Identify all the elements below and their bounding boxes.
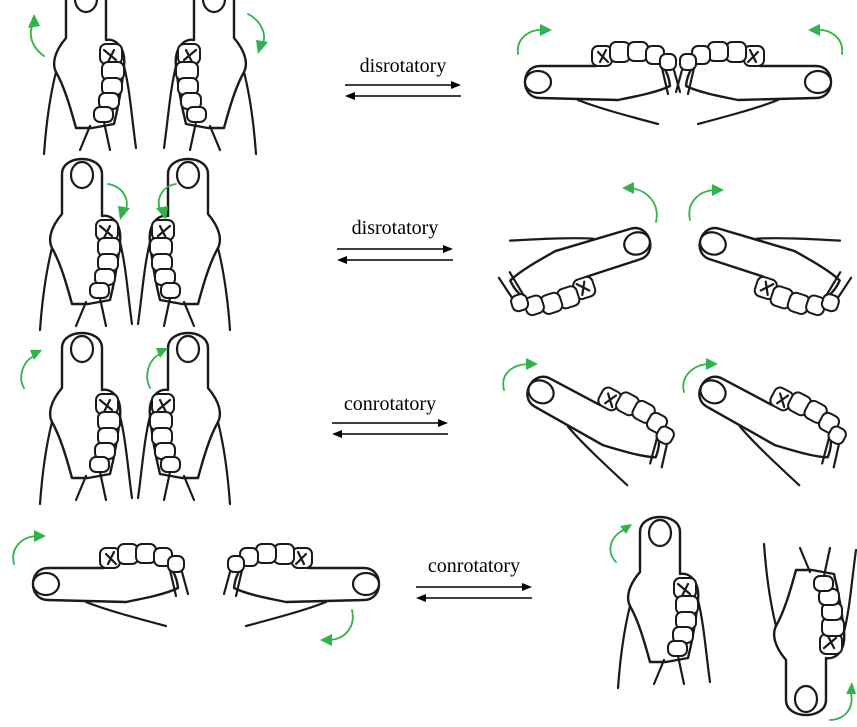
left-hand-horizontal bbox=[489, 199, 662, 325]
right-hand-thumb-up bbox=[164, 0, 256, 154]
rotation-arrow-icon bbox=[147, 348, 168, 388]
rotation-arrow-icon bbox=[320, 610, 353, 646]
right-hand-horizontal bbox=[688, 199, 857, 325]
hand-thumb-up bbox=[618, 517, 710, 688]
right-hand-thumb-up bbox=[138, 159, 230, 330]
rotation-arrow-icon bbox=[689, 184, 724, 220]
right-hand-thumb-up bbox=[138, 333, 230, 504]
left-hand-thumb-up bbox=[44, 0, 136, 154]
left-hand-thumb-up bbox=[40, 159, 132, 330]
rotation-arrow-icon bbox=[108, 184, 130, 220]
reaction-label: conrotatory bbox=[344, 393, 436, 415]
rotation-arrow-icon bbox=[830, 682, 856, 720]
row-4: conrotatory bbox=[13, 517, 856, 720]
rotation-arrow-icon bbox=[622, 182, 657, 222]
right-hand-tilted bbox=[682, 350, 857, 495]
rotation-arrow-icon bbox=[248, 14, 268, 54]
reaction-label: disrotatory bbox=[360, 55, 447, 77]
left-hand-horizontal bbox=[525, 42, 680, 124]
row-3: conrotatory bbox=[21, 333, 857, 504]
equilibrium-arrows-icon bbox=[337, 245, 453, 264]
equilibrium-arrows-icon bbox=[332, 419, 448, 438]
left-hand-horizontal bbox=[33, 544, 188, 626]
right-hand-horizontal bbox=[676, 42, 831, 124]
rotation-arrow-icon bbox=[28, 14, 44, 56]
rotation-arrow-icon bbox=[610, 524, 632, 562]
equilibrium-arrows-icon bbox=[416, 583, 532, 602]
rotation-arrow-icon bbox=[21, 350, 42, 388]
rotation-arrow-icon bbox=[13, 530, 46, 564]
row-1: disrotatory bbox=[28, 0, 842, 154]
left-hand-tilted bbox=[510, 350, 685, 495]
rotation-arrow-icon bbox=[808, 24, 842, 54]
rotation-arrow-icon bbox=[518, 24, 552, 54]
reaction-label: conrotatory bbox=[428, 555, 520, 577]
left-hand-thumb-up bbox=[40, 333, 132, 504]
right-hand-horizontal bbox=[224, 544, 379, 626]
reaction-label: disrotatory bbox=[352, 217, 439, 239]
hand-thumb-down bbox=[764, 544, 856, 715]
row-2: disrotatory bbox=[40, 159, 857, 330]
equilibrium-arrows-icon bbox=[345, 81, 461, 100]
